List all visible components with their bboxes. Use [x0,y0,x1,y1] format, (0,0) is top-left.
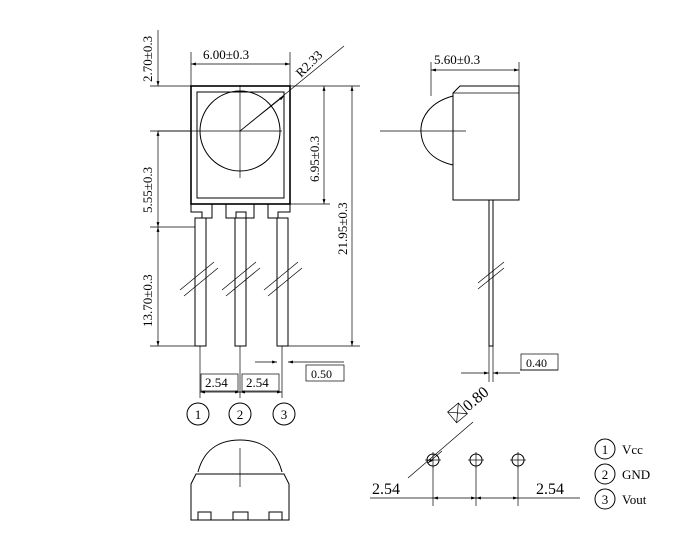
pin-number-3: 3 [272,402,296,426]
svg-text:1: 1 [195,407,202,422]
dim-lens: 6.95±0.3 [307,136,322,182]
dim-lead-thickness: 0.40 [526,356,547,370]
pinout-row-1: 1 Vcc [594,438,643,460]
dim-radius: R2.33 [293,47,326,80]
bottom-dome [197,439,283,473]
side-view: 5.60±0.3 0.40 [380,52,559,382]
footprint-hole-3 [510,452,526,468]
side-body [452,85,520,201]
side-dome [420,95,454,166]
lead-2 [234,217,247,347]
front-view: R2.33 6.00±0.3 2.70±0.3 [140,30,360,426]
bottom-view [190,439,290,521]
pin-number-2: 2 [228,402,252,426]
pinout-name-1: Vcc [622,442,643,457]
pin-number-1: 1 [186,402,210,426]
pinout-name-2: GND [622,467,650,482]
lead-1 [194,217,207,347]
dim-pitch-right: 2.54 [536,481,564,498]
footprint-hole-2 [468,452,484,468]
pcb-footprint: 0.80 2.54 2.54 [370,384,580,506]
footprint-hole-1 [425,452,441,468]
dim-body: 5.55±0.3 [140,167,155,213]
svg-text:1: 1 [602,442,609,457]
lead-3 [276,217,289,347]
front-lead-tabs [190,204,291,219]
dim-depth: 5.60±0.3 [434,52,480,67]
dim-pitch-left: 2.54 [372,481,400,498]
svg-text:3: 3 [602,492,609,507]
dim-lead-width: 0.50 [311,367,332,381]
svg-text:3: 3 [281,407,288,422]
side-lead [488,199,494,347]
dim-pitch-2: 2.54 [246,375,269,390]
front-body-inner [196,91,285,199]
dim-leads: 13.70±0.3 [140,274,155,327]
pinout-row-2: 2 GND [594,463,650,485]
pinout-legend: 1 Vcc 2 GND 3 Vout [594,438,650,510]
dim-top: 2.70±0.3 [140,36,155,82]
front-body-outer [190,85,291,205]
dim-total: 21.95±0.3 [335,202,350,255]
svg-text:2: 2 [237,407,244,422]
dim-pitch-1: 2.54 [205,375,228,390]
pinout-row-3: 3 Vout [594,488,647,510]
svg-text:2: 2 [602,467,609,482]
pinout-name-3: Vout [622,492,647,507]
dim-width: 6.00±0.3 [203,47,249,62]
